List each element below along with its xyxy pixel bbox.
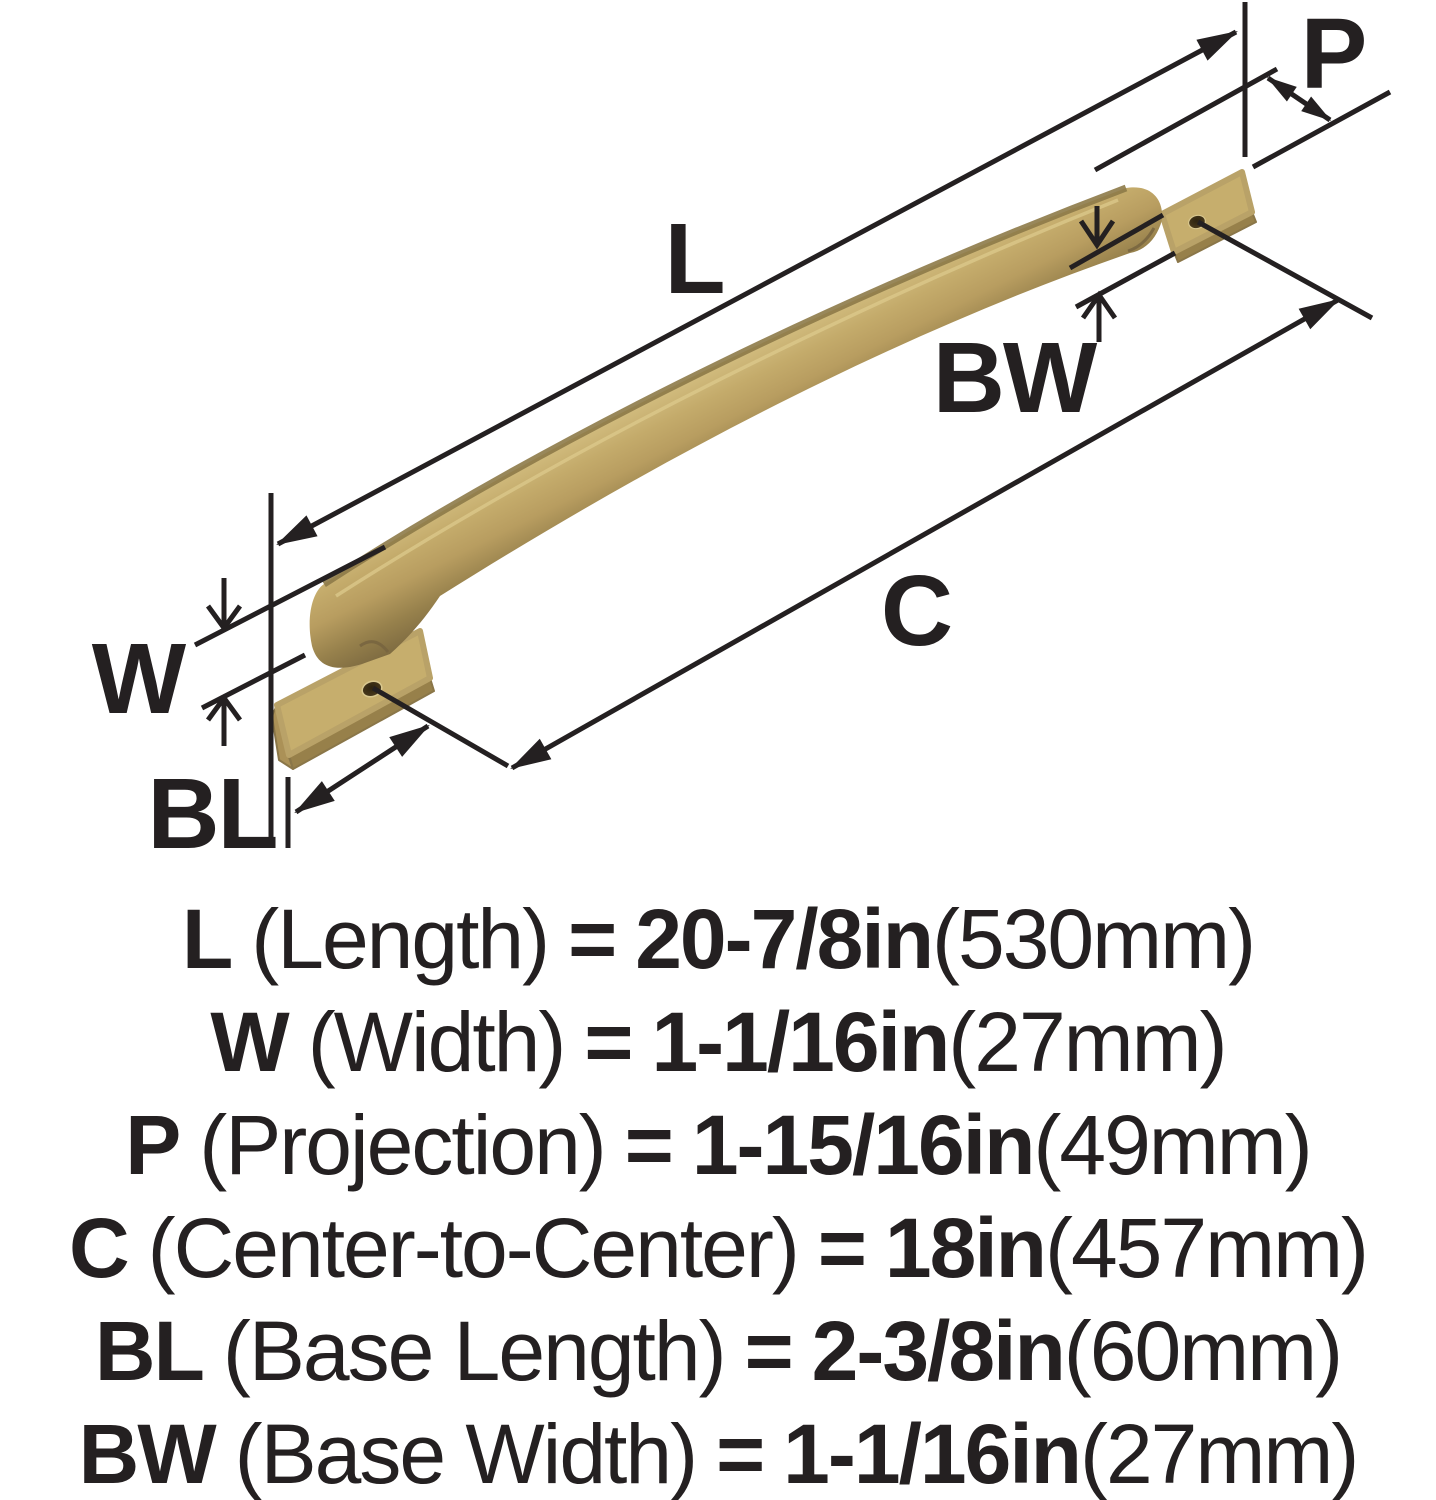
dimension-row-projection: P(Projection)=1-15/16in(49mm) [0, 1094, 1436, 1197]
projection-dimension-arrow [1266, 75, 1332, 123]
dimension-row-base-width: BW(Base Width)=1-1/16in(27mm) [0, 1403, 1436, 1500]
dim-metric: (530mm) [932, 892, 1256, 986]
dim-value: 1-15/16in [691, 1098, 1036, 1192]
base-width-down-arrow [1078, 206, 1116, 250]
width-down-arrow [205, 578, 243, 633]
equals-sign: = [716, 1407, 765, 1500]
base-length-dimension-line [294, 723, 430, 815]
center-to-center-dimension-line [510, 297, 1340, 771]
dim-symbol: L [181, 892, 233, 986]
projection-back-extension-line [1251, 89, 1392, 170]
dim-name: (Projection) [199, 1098, 606, 1192]
width-up-arrow [205, 693, 243, 746]
dimension-row-length: L(Length)=20-7/8in(530mm) [0, 888, 1436, 991]
right-hole-leader-line [1196, 219, 1374, 321]
projection-front-extension-line [1093, 66, 1279, 173]
dim-value: 18in [884, 1201, 1047, 1295]
dim-value: 1-1/16in [783, 1407, 1082, 1500]
base-width-up-arrow [1080, 290, 1118, 342]
base-length-label: BL [147, 758, 276, 870]
dimension-annotations: L P BW C W BL [92, 0, 1392, 870]
dim-symbol: C [68, 1201, 130, 1295]
width-upper-extension-line [193, 544, 387, 648]
dimension-row-center-to-center: C(Center-to-Center)=18in(457mm) [0, 1197, 1436, 1300]
dimension-row-width: W(Width)=1-1/16in(27mm) [0, 991, 1436, 1094]
dim-value: 2-3/8in [811, 1304, 1066, 1398]
dim-metric: (60mm) [1063, 1304, 1343, 1398]
equals-sign: = [584, 995, 633, 1089]
base-width-label: BW [933, 322, 1098, 434]
left-hole-leader-line [371, 685, 510, 769]
handle-dimension-diagram: L P BW C W BL [92, 0, 1392, 870]
dim-metric: (49mm) [1033, 1098, 1312, 1192]
width-lower-extension-line [200, 652, 307, 711]
dim-symbol: P [125, 1098, 181, 1192]
base-width-upper-extension-line [1068, 212, 1165, 271]
dim-name: (Base Width) [234, 1407, 698, 1500]
base-width-lower-extension-line [1074, 250, 1177, 310]
projection-label: P [1301, 0, 1366, 110]
dim-metric: (27mm) [1079, 1407, 1359, 1500]
left-neck-crease [359, 640, 390, 653]
dim-metric: (27mm) [948, 995, 1227, 1089]
dim-symbol: W [210, 995, 289, 1089]
dim-name: (Length) [251, 892, 550, 986]
equals-sign: = [568, 892, 617, 986]
center-label: C [881, 555, 951, 667]
dim-name: (Width) [307, 995, 567, 1089]
equals-sign: = [744, 1304, 794, 1398]
length-dimension-line [276, 29, 1238, 547]
length-label: L [664, 203, 723, 315]
dimension-row-base-length: BL(Base Length)=2-3/8in(60mm) [0, 1300, 1436, 1403]
dimension-list: L(Length)=20-7/8in(530mm) W(Width)=1-1/1… [0, 888, 1436, 1500]
equals-sign: = [624, 1098, 674, 1192]
dim-name: (Center-to-Center) [147, 1201, 800, 1295]
width-label: W [92, 623, 187, 735]
dim-symbol: BW [78, 1407, 217, 1500]
equals-sign: = [817, 1201, 867, 1295]
dim-symbol: BL [94, 1304, 205, 1398]
dim-value: 1-1/16in [651, 995, 950, 1089]
dim-value: 20-7/8in [635, 892, 934, 986]
dim-metric: (457mm) [1044, 1201, 1369, 1295]
dim-name: (Base Length) [222, 1304, 727, 1398]
